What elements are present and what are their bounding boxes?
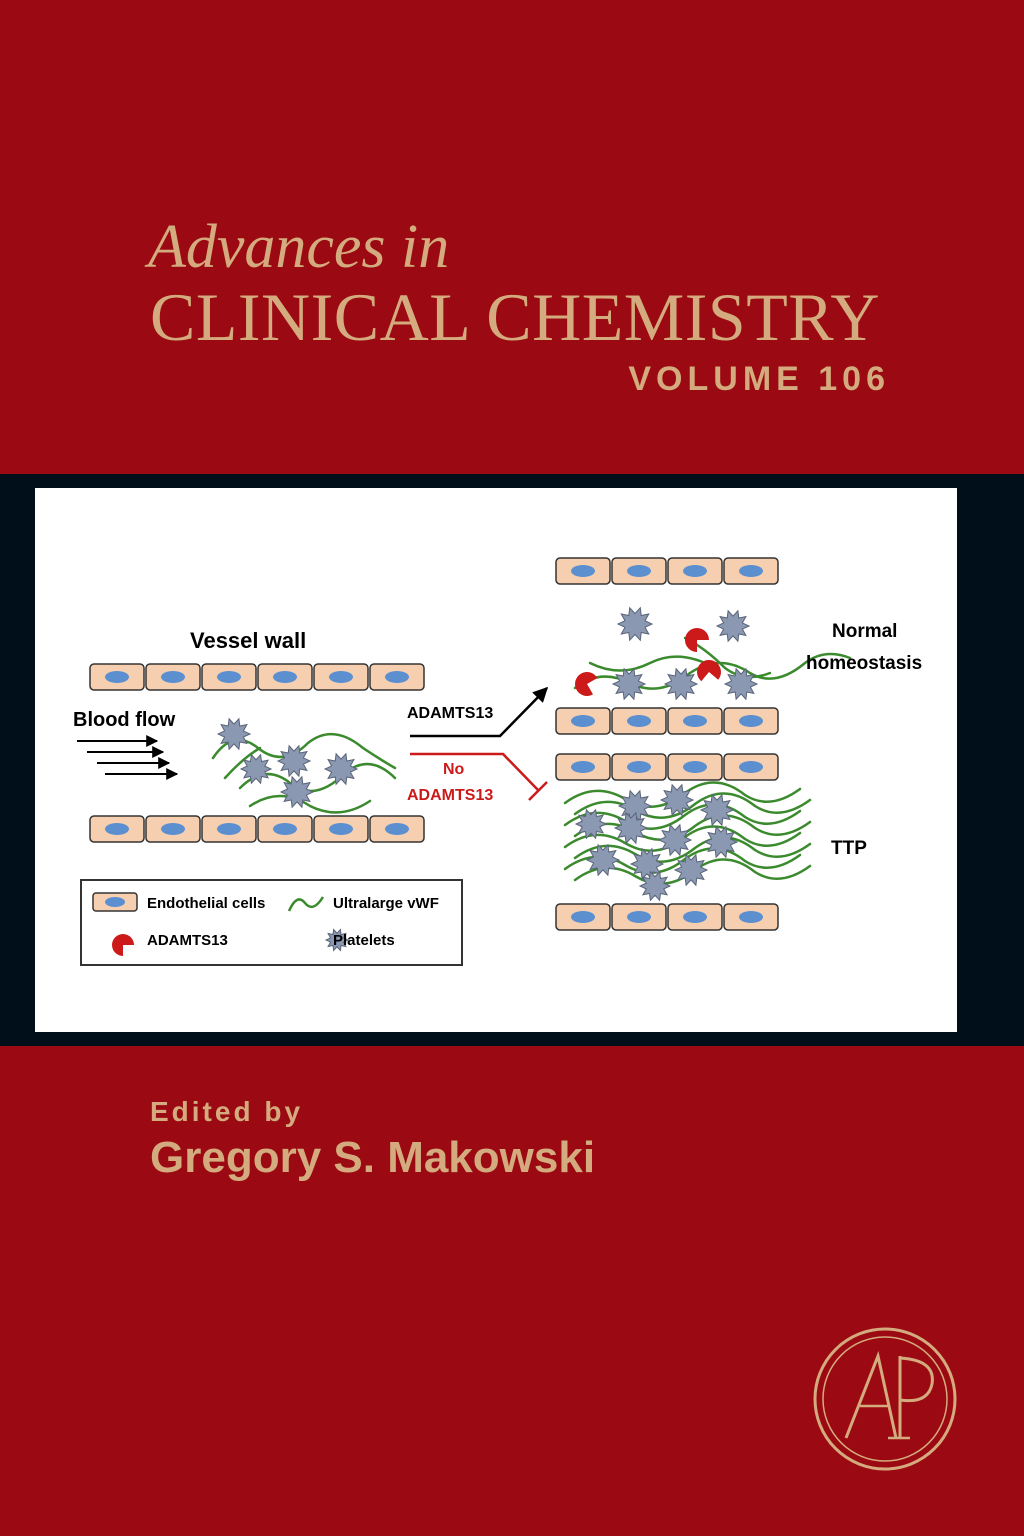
endothelial-cell	[145, 663, 201, 691]
endothelial-cell	[723, 557, 779, 585]
no-adamts13-line2: ADAMTS13	[407, 787, 493, 804]
legend-platelet-swatch	[324, 928, 350, 952]
endothelial-cell	[611, 753, 667, 781]
platelet	[585, 843, 621, 877]
endothelial-cell	[201, 815, 257, 843]
platelet	[216, 717, 252, 751]
cover-figure: Vessel wall Blood flow ADAMTS13 No ADAMT…	[35, 488, 957, 1032]
platelet	[703, 825, 739, 859]
legend-cell-swatch	[92, 892, 138, 912]
no-adamts13-line1: No	[443, 761, 465, 778]
series-title-line1: Advances in	[148, 213, 450, 281]
edited-by-label: Edited by	[150, 1096, 304, 1127]
legend-adamts13-swatch	[112, 934, 134, 956]
endothelial-cell	[611, 903, 667, 931]
platelet	[673, 853, 709, 887]
endothelial-cell	[369, 663, 425, 691]
inhibition-arrow	[410, 752, 548, 801]
endothelial-cell	[667, 557, 723, 585]
platelet	[574, 808, 608, 840]
platelets	[216, 606, 759, 902]
platelet	[616, 606, 654, 642]
platelet	[323, 752, 359, 786]
vwf-diagram: Vessel wall Blood flow ADAMTS13 No ADAMT…	[73, 557, 922, 966]
editor-name: Gregory S. Makowski	[150, 1133, 596, 1182]
endothelial-cell	[555, 707, 611, 735]
legend-adamts13-label: ADAMTS13	[147, 932, 228, 949]
endothelial-cell	[667, 707, 723, 735]
vwf-strand	[248, 794, 372, 814]
vwf-strand	[563, 803, 802, 830]
endothelial-cell	[667, 903, 723, 931]
platelet	[657, 823, 693, 857]
endothelial-cell	[555, 557, 611, 585]
endothelial-cell	[313, 815, 369, 843]
endothelial-cell	[611, 707, 667, 735]
endothelial-cell-layers	[89, 557, 779, 931]
endothelial-cell	[667, 753, 723, 781]
endothelial-cell	[257, 815, 313, 843]
ap-monogram-icon	[813, 1327, 957, 1471]
adamts13-enzyme	[697, 660, 721, 682]
endothelial-cell	[89, 815, 145, 843]
vwf-strand	[573, 792, 812, 819]
legend-platelets-label: Platelets	[333, 932, 395, 949]
platelet	[613, 811, 649, 845]
endothelial-cell	[723, 707, 779, 735]
platelet	[723, 667, 759, 701]
vwf-strand	[588, 655, 717, 672]
legend-vwf-swatch	[287, 896, 325, 912]
legend-vwf-label: Ultralarge vWF	[333, 895, 439, 912]
adamts13-enzyme	[685, 628, 709, 652]
endothelial-cell	[723, 903, 779, 931]
platelet	[638, 870, 672, 902]
legend-box	[80, 879, 463, 966]
blood-flow-arrows	[77, 735, 179, 780]
endothelial-cell	[555, 903, 611, 931]
volume-number: VOLUME 106	[628, 360, 890, 398]
platelet	[276, 744, 312, 778]
vwf-strands	[211, 636, 852, 885]
adamts13-enzyme	[575, 672, 598, 696]
vessel-wall-label: Vessel wall	[190, 628, 306, 653]
endothelial-cell	[723, 753, 779, 781]
ttp-label: TTP	[831, 838, 867, 859]
platelet	[699, 793, 735, 827]
endothelial-cell	[145, 815, 201, 843]
platelet	[611, 667, 647, 701]
platelet	[324, 928, 350, 952]
platelet	[239, 753, 273, 785]
vwf-strand	[573, 814, 812, 841]
endothelial-cell	[611, 557, 667, 585]
blood-flow-label: Blood flow	[73, 709, 176, 731]
vwf-strand	[223, 746, 262, 780]
adamts13-label: ADAMTS13	[407, 705, 493, 722]
endothelial-cell	[313, 663, 369, 691]
platelet	[663, 667, 699, 701]
normal-homeostasis-line2: homeostasis	[806, 653, 922, 674]
legend: Endothelial cells Ultralarge vWF ADAMTS1…	[80, 879, 463, 966]
endothelial-cell	[369, 815, 425, 843]
endothelial-cell	[201, 663, 257, 691]
platelet	[715, 609, 751, 643]
endothelial-cell	[89, 663, 145, 691]
series-title-line2: CLINICAL CHEMISTRY	[150, 279, 880, 355]
platelet	[279, 775, 315, 809]
normal-homeostasis-line1: Normal	[832, 621, 897, 642]
endothelial-cell	[555, 753, 611, 781]
platelet	[659, 783, 695, 817]
endothelial-cell	[257, 663, 313, 691]
legend-endothelial-label: Endothelial cells	[147, 895, 265, 912]
adamts13-arrow	[410, 686, 549, 738]
vwf-strand	[573, 836, 812, 863]
adamts13-enzymes	[575, 628, 721, 696]
